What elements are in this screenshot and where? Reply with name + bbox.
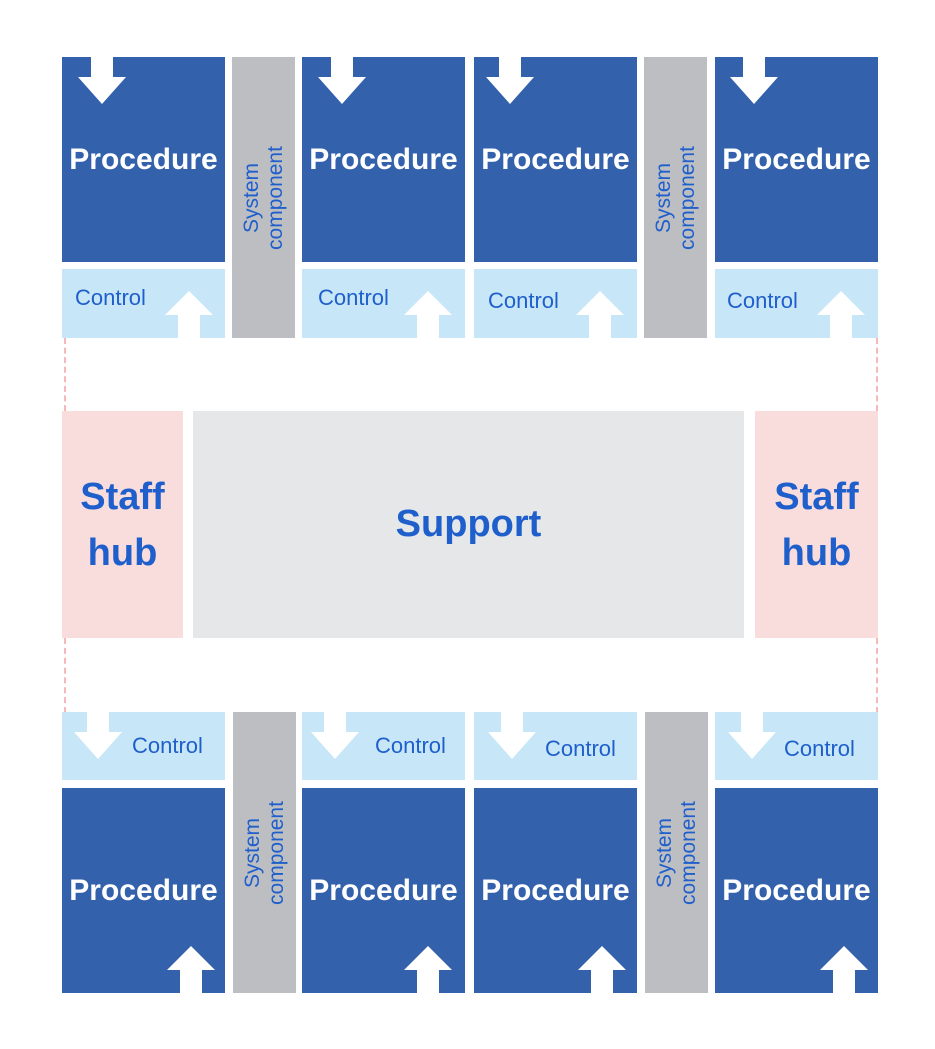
- system-component-label: System component: [240, 800, 288, 905]
- control-label: Control: [375, 733, 446, 758]
- procedure-block: Procedure: [715, 57, 878, 262]
- staff-hub-left: Staff hub: [62, 411, 183, 638]
- arrow-up-icon: [404, 291, 452, 338]
- left-dashed-connector-top: [64, 338, 66, 411]
- arrow-down-icon: [311, 712, 359, 759]
- arrow-down-icon: [74, 712, 122, 759]
- support-area: Support: [193, 411, 744, 638]
- right-dashed-connector-top: [876, 338, 878, 411]
- left-dashed-connector-bottom: [64, 638, 66, 713]
- system-component: System component: [645, 712, 708, 993]
- control-label: Control: [488, 288, 559, 313]
- system-component: System component: [232, 57, 295, 338]
- arrow-up-icon: [167, 946, 215, 993]
- arrow-down-icon: [488, 712, 536, 759]
- procedure-label: Procedure: [309, 142, 458, 176]
- procedure-block: Procedure: [62, 57, 225, 262]
- control-label: Control: [727, 288, 798, 313]
- staff-hub-label-line2: hub: [87, 531, 158, 574]
- support-label: Support: [395, 503, 542, 545]
- system-component-label: System component: [651, 145, 699, 250]
- procedure-label: Procedure: [69, 142, 218, 176]
- procedure-label: Procedure: [481, 142, 630, 176]
- staff-hub-label-line2: hub: [781, 531, 852, 574]
- procedure-label: Procedure: [722, 142, 871, 176]
- procedure-label: Procedure: [69, 873, 218, 907]
- arrow-down-icon: [728, 712, 776, 759]
- arrow-down-icon: [730, 57, 778, 104]
- procedure-label: Procedure: [722, 873, 871, 907]
- arrow-down-icon: [318, 57, 366, 104]
- right-dashed-connector-bottom: [876, 638, 878, 713]
- staff-hub-right: Staff hub: [755, 411, 878, 638]
- arrow-up-icon: [165, 291, 213, 338]
- control-label: Control: [545, 736, 616, 761]
- system-component-label: System component: [239, 145, 287, 250]
- control-label: Control: [132, 733, 203, 758]
- arrow-down-icon: [486, 57, 534, 104]
- procedure-label: Procedure: [481, 873, 630, 907]
- arrow-down-icon: [78, 57, 126, 104]
- procedure-block: Procedure: [302, 57, 465, 262]
- arrow-up-icon: [820, 946, 868, 993]
- arrow-up-icon: [817, 291, 865, 338]
- arrow-up-icon: [404, 946, 452, 993]
- arrow-up-icon: [576, 291, 624, 338]
- arrow-up-icon: [578, 946, 626, 993]
- system-component-label: System component: [652, 800, 700, 905]
- control-label: Control: [318, 285, 389, 310]
- system-component: System component: [644, 57, 707, 338]
- control-label: Control: [784, 736, 855, 761]
- system-component: System component: [233, 712, 296, 993]
- staff-hub-label-line1: Staff: [774, 475, 859, 518]
- procedure-label: Procedure: [309, 873, 458, 907]
- staff-hub-label-line1: Staff: [80, 475, 165, 518]
- control-label: Control: [75, 285, 146, 310]
